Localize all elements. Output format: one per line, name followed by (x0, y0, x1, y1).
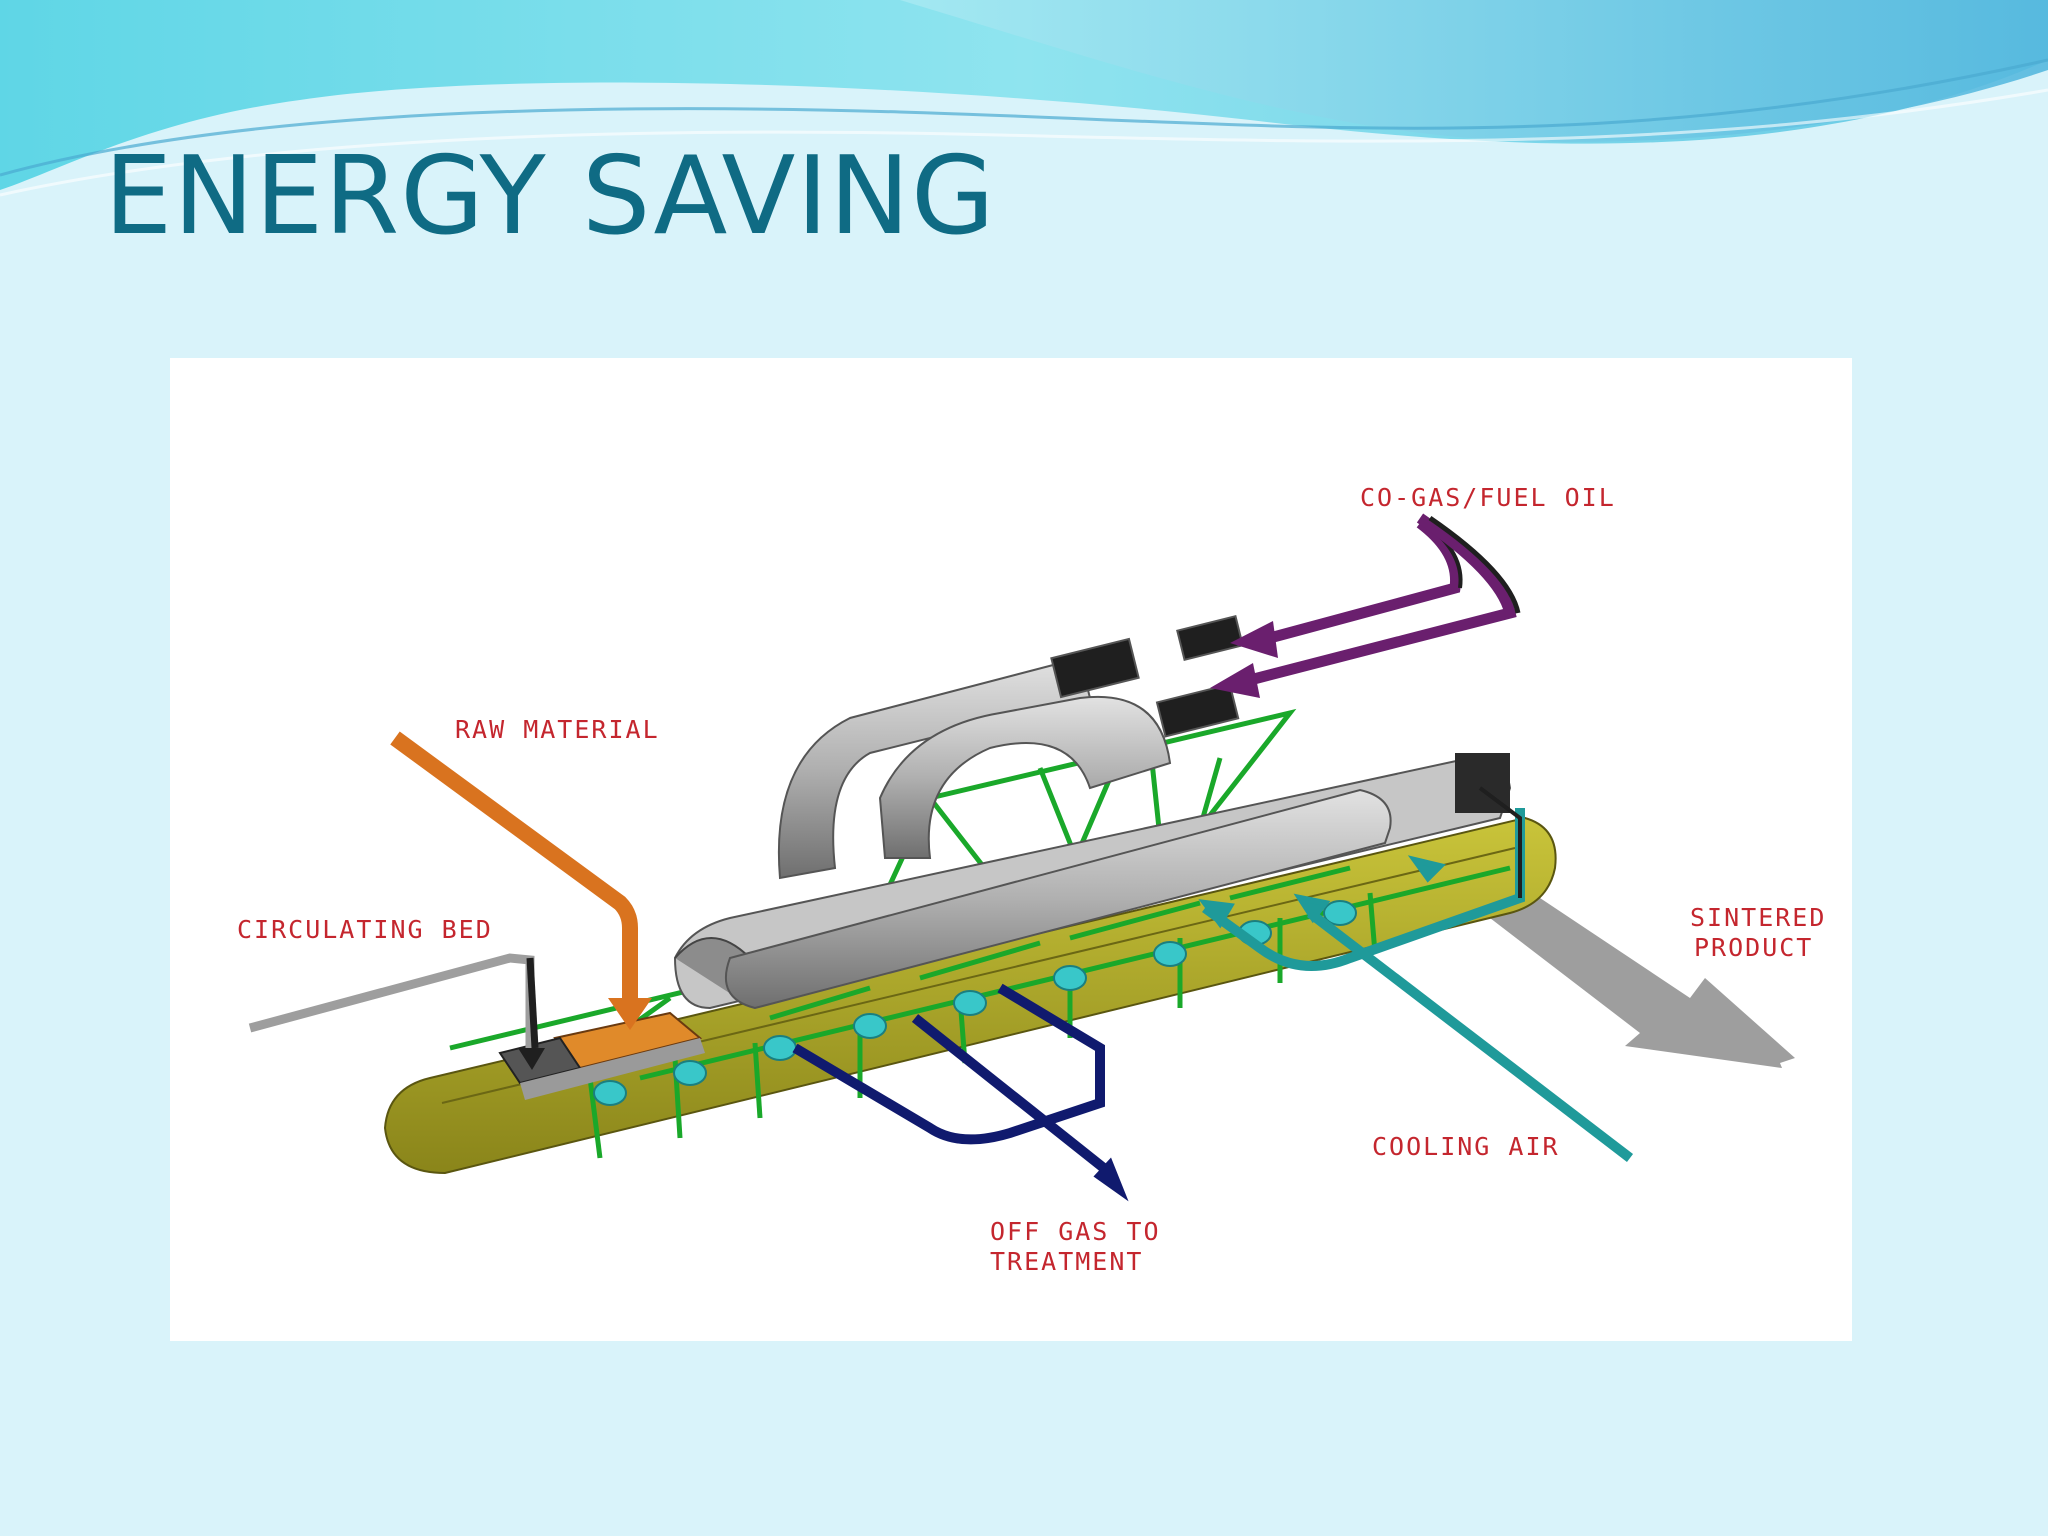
raw-material-arrow (390, 731, 652, 1030)
circulating-bed-arrow (248, 953, 545, 1070)
label-cooling-air: COOLING AIR (1372, 1132, 1560, 1161)
hot-gas-ducts (725, 614, 1392, 1010)
label-co-gas-fuel-oil: CO-GAS/FUEL OIL (1360, 483, 1616, 512)
label-sintered-product-line1: SINTERED (1690, 903, 1826, 932)
sintered-product-arrow (1490, 878, 1795, 1068)
header-wave-decoration (0, 0, 2048, 197)
sintering-machine-illustration: CO-GAS/FUEL OIL RAW MATERIAL CIRCULATING… (237, 483, 1826, 1276)
slide-title: ENERGY SAVING (104, 134, 996, 259)
cooling-air-arrows (1198, 786, 1634, 1162)
label-raw-material: RAW MATERIAL (455, 715, 660, 744)
label-off-gas-line1: OFF GAS TO (990, 1217, 1161, 1246)
label-circulating-bed: CIRCULATING BED (237, 915, 493, 944)
sintering-plant-diagram: CO-GAS/FUEL OIL RAW MATERIAL CIRCULATING… (170, 358, 1852, 1341)
label-off-gas-line2: TREATMENT (990, 1247, 1143, 1276)
label-sintered-product-line2: PRODUCT (1694, 933, 1813, 962)
co-gas-fuel-oil-arrows (1210, 513, 1521, 698)
off-gas-arrows (792, 983, 1129, 1202)
